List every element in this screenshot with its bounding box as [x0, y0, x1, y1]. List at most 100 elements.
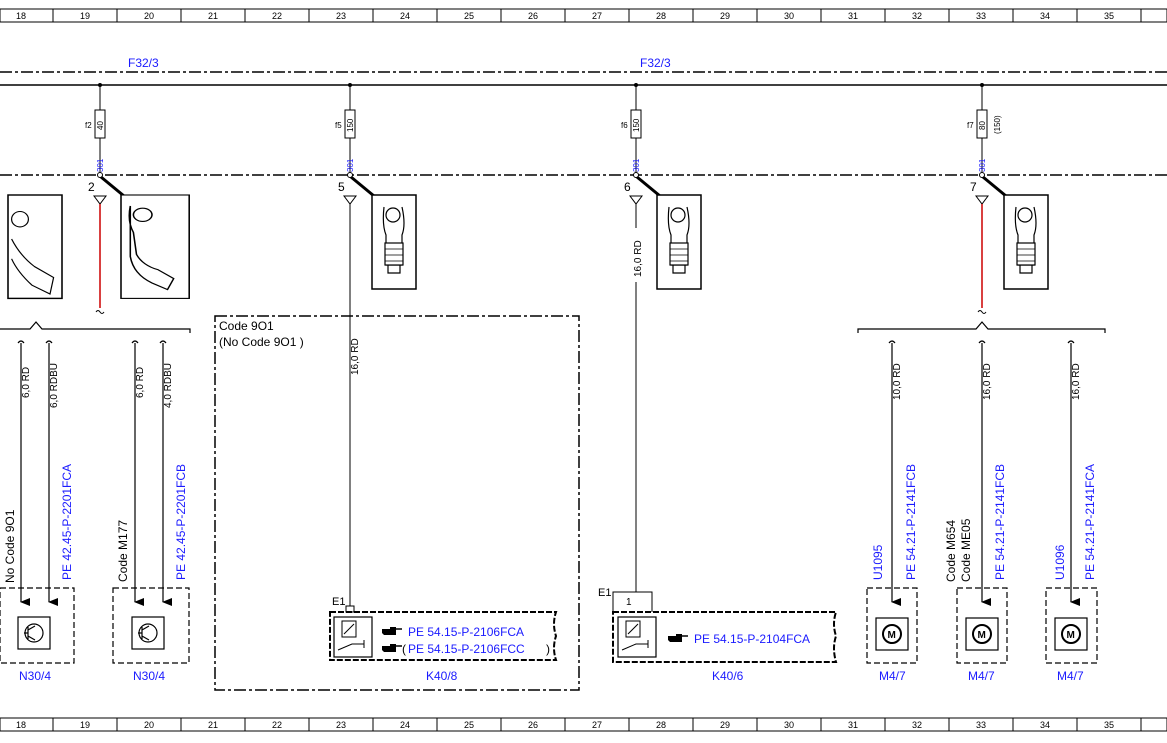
reference-link[interactable]: PE 42.45-P-2201FCB	[174, 464, 188, 580]
wire-label: 4,0 RDBU	[163, 363, 174, 408]
ring-terminal-icon	[1003, 194, 1049, 290]
ruler-column-label: 24	[400, 11, 410, 21]
reference-link[interactable]: PE 54.21-P-2141FCA	[1083, 464, 1097, 580]
code-box-line2: (No Code 9O1 )	[219, 335, 304, 349]
ruler-column-label: 29	[720, 11, 730, 21]
wire-arrows-right	[889, 340, 1074, 602]
fuse-f6: f6 150 301 6	[621, 83, 642, 194]
fuse-rating: 150	[346, 118, 355, 132]
relay-label: K40/6	[712, 669, 744, 683]
ruler-column-label: 19	[80, 720, 90, 730]
ruler-column-label: 20	[144, 11, 154, 21]
wire-label: 16,0 RD	[982, 363, 993, 400]
fuse-name: f7	[967, 121, 974, 130]
ruler-column-label: 24	[400, 720, 410, 730]
motor-icon: M	[1054, 617, 1088, 651]
motor-glyph: M	[1067, 630, 1075, 641]
relay-k40-8: E1 PE 54.15-P-2106FCA ( PE 54.15-P-2106F…	[329, 596, 558, 683]
brace-left	[0, 321, 191, 333]
ruler-column-label: 32	[912, 720, 922, 730]
ruler-column-label: 35	[1104, 11, 1114, 21]
ruler-column-label: 35	[1104, 720, 1114, 730]
ruler-column-label: 19	[80, 11, 90, 21]
motor-icon: M	[875, 617, 909, 651]
reference-link[interactable]: PE 42.45-P-2201FCA	[60, 464, 74, 580]
ruler-column-label: 18	[16, 11, 26, 21]
fuse-point: 7	[970, 180, 977, 194]
wire-arrows-left	[18, 340, 166, 602]
ring-terminal-icon	[120, 194, 190, 299]
paren-open: (	[402, 642, 406, 656]
code-box-line1: Code 9O1	[219, 319, 274, 333]
component-label: M4/7	[968, 669, 995, 683]
relay-pin-number: 1	[626, 597, 632, 608]
transistor-icon	[131, 616, 165, 650]
fuse-terminal: 301	[346, 158, 355, 172]
reference-link[interactable]: PE 54.21-P-2141FCB	[904, 464, 918, 580]
fuse-name: f2	[85, 121, 92, 130]
relay-k40-6: E1 1 PE 54.15-P-2104FCA K40/6	[598, 587, 838, 683]
component-n30-4-left: N30/4	[0, 587, 75, 683]
brace-right	[857, 321, 1106, 333]
component-label: N30/4	[19, 669, 51, 683]
ruler-column-label: 34	[1040, 11, 1050, 21]
ring-terminal-icon	[656, 194, 702, 290]
side-text: Code M177	[116, 520, 130, 582]
side-text: U1095	[871, 544, 885, 580]
paren-close: )	[546, 642, 550, 656]
ruler-column-label: 22	[272, 720, 282, 730]
wire-label: 16,0 RD	[633, 240, 644, 277]
relay-icon	[617, 616, 657, 658]
ring-terminal-icon	[7, 194, 63, 300]
fuse-point: 2	[88, 180, 95, 194]
ruler-column-label: 33	[976, 11, 986, 21]
ruler-column-label: 31	[848, 11, 858, 21]
fuse-terminal: 301	[632, 158, 641, 172]
ruler-column-label: 32	[912, 11, 922, 21]
reference-link[interactable]: PE 54.15-P-2106FCC	[408, 642, 525, 656]
wire-label: 6,0 RD	[21, 367, 32, 398]
wire-label: 6,0 RDBU	[49, 363, 60, 408]
ruler-column-label: 25	[464, 720, 474, 730]
ruler-column-label: 23	[336, 720, 346, 730]
relay-icon	[333, 616, 373, 658]
side-text: Code ME05	[959, 518, 973, 582]
component-n30-4-right: N30/4	[112, 587, 190, 683]
side-text: Code M654	[944, 520, 958, 582]
bus-label-left: F32/3	[128, 56, 159, 70]
ruler-column-label: 27	[592, 11, 602, 21]
relay-pin: E1	[332, 596, 345, 608]
component-m4-7-b: M M4/7	[956, 587, 1008, 683]
fuse-extra: (150)	[993, 115, 1002, 134]
side-text: U1096	[1053, 544, 1067, 580]
pointing-hand-icon	[667, 633, 689, 643]
fuse-name: f5	[335, 121, 342, 130]
component-label: M4/7	[1057, 669, 1084, 683]
ruler-column-label: 34	[1040, 720, 1050, 730]
fuse-bus: F32/3 F32/3	[0, 56, 1167, 176]
pointing-hand-icon	[381, 643, 403, 653]
fuse-rating: 80	[978, 121, 987, 130]
ruler-column-label: 33	[976, 720, 986, 730]
ruler-column-label: 28	[656, 11, 666, 21]
wire-breaks	[95, 310, 987, 314]
connection-triangles	[93, 195, 989, 205]
fuse-point: 5	[338, 180, 345, 194]
ruler-column-label: 31	[848, 720, 858, 730]
component-label: M4/7	[879, 669, 906, 683]
ruler-column-label: 30	[784, 720, 794, 730]
fuse-name: f6	[621, 121, 628, 130]
wire-label: 16,0 RD	[350, 338, 361, 375]
motor-glyph: M	[978, 630, 986, 641]
reference-link[interactable]: PE 54.15-P-2104FCA	[694, 632, 810, 646]
ruler-column-label: 27	[592, 720, 602, 730]
motor-glyph: M	[888, 630, 896, 641]
side-text: No Code 9O1	[3, 509, 17, 583]
ruler-column-label: 26	[528, 720, 538, 730]
reference-link[interactable]: PE 54.21-P-2141FCB	[993, 464, 1007, 580]
reference-link[interactable]: PE 54.15-P-2106FCA	[408, 625, 524, 639]
ruler-column-label: 29	[720, 720, 730, 730]
